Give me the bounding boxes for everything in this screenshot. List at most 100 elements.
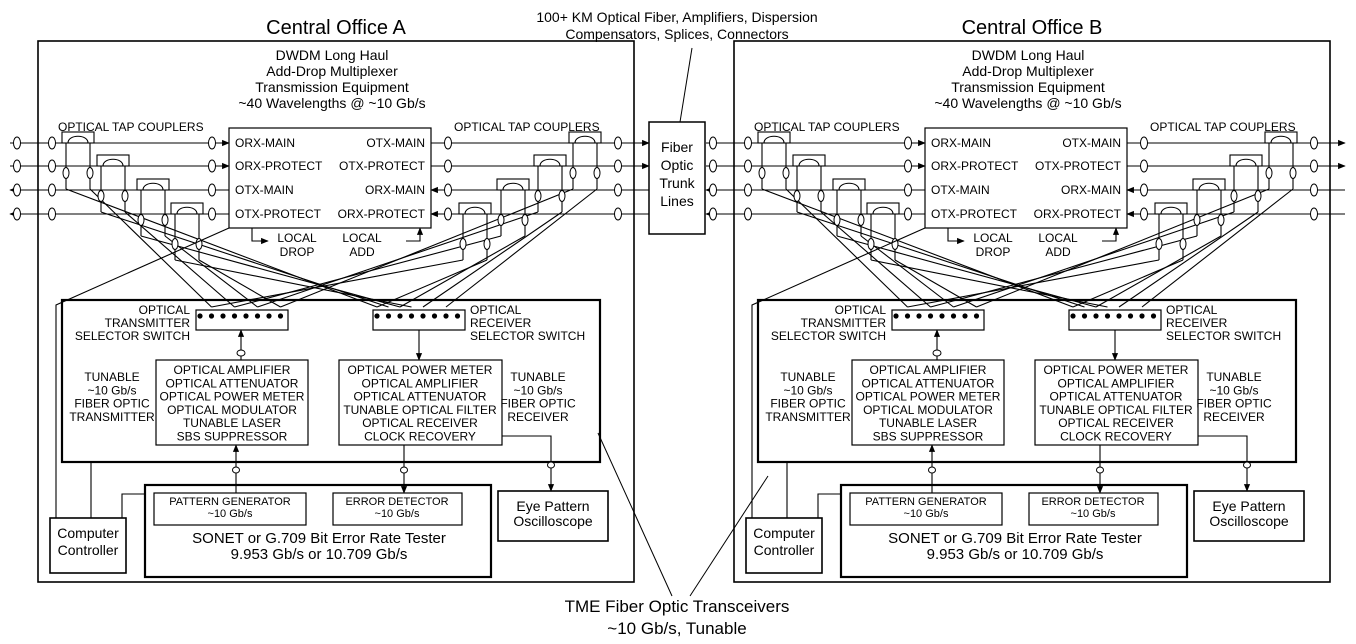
- fiber-connector-icon: [48, 159, 56, 173]
- fiber-connector-icon: [13, 183, 21, 197]
- transmitter-components: [851, 359, 1005, 446]
- fiber-connector-icon: [904, 159, 912, 173]
- transceiver-box: [60, 298, 602, 464]
- switch-port-dot: [1104, 313, 1111, 319]
- switch-port-dot: [893, 313, 899, 319]
- pattern-generator-label: PATTERN GENERATOR~10 Gb/s: [865, 496, 986, 520]
- fiber-connector-icon: [444, 207, 452, 221]
- tap-couplers-right-label: OPTICAL TAP COUPLERS: [454, 120, 600, 134]
- bert-box: [839, 483, 1189, 579]
- switch-port-dot: [231, 313, 238, 319]
- fiber-connector-icon: [1179, 238, 1187, 250]
- bottom-annotation: TME Fiber Optic Transceivers~10 Gb/s, Tu…: [565, 597, 790, 638]
- switch-port-dot: [1150, 313, 1157, 319]
- fiber-connector-icon: [1140, 207, 1148, 221]
- fiber-connector-icon: [13, 159, 21, 173]
- fiber-connector-icon: [171, 238, 179, 250]
- switch-port-dot: [904, 313, 911, 319]
- fiber-connector-icon: [904, 183, 912, 197]
- tap-coupler: [792, 154, 826, 167]
- fiber-connector-icon: [161, 214, 169, 226]
- office-boundary: [37, 40, 635, 583]
- switch-port-dot: [408, 313, 415, 319]
- switch-port-dot: [962, 313, 968, 319]
- switch-port-dot: [927, 313, 934, 319]
- port-right-orx-main: ORX-MAIN: [365, 183, 425, 197]
- fiber-connector-icon: [236, 349, 246, 357]
- port-right-otx-protect: OTX-PROTECT: [339, 159, 426, 173]
- switch-port-dot: [1093, 313, 1099, 319]
- switch-port-dot: [385, 313, 392, 319]
- transceiver-leader-b: [689, 475, 769, 597]
- port-right-otx-main: OTX-MAIN: [366, 136, 425, 150]
- fiber-connector-icon: [593, 167, 601, 179]
- port-left-otx-protect: OTX-PROTECT: [931, 207, 1018, 221]
- tx-selector-switch: [195, 309, 289, 331]
- fiber-connector-icon: [1155, 238, 1163, 250]
- computer-controller: [49, 517, 127, 574]
- tap-coupler: [61, 131, 95, 144]
- fiber-connector-icon: [444, 159, 452, 173]
- top-annotation: 100+ KM Optical Fiber, Amplifiers, Dispe…: [536, 9, 817, 42]
- switch-port-dot: [420, 313, 426, 319]
- tap-coupler: [496, 178, 530, 191]
- fiber-connector-icon: [857, 214, 865, 226]
- fiber-connector-icon: [744, 183, 752, 197]
- fiber-connector-icon: [928, 466, 936, 474]
- fiber-connector-icon: [521, 214, 529, 226]
- transmitter-components: [155, 359, 309, 446]
- fiber-connector-icon: [1140, 159, 1148, 173]
- receiver-components: [338, 359, 503, 446]
- tap-coupler: [533, 154, 567, 167]
- fiber-connector-icon: [121, 190, 129, 202]
- adm-box: [924, 127, 1128, 229]
- fiber-connector-icon: [137, 214, 145, 226]
- fiber-connector-icon: [709, 136, 717, 150]
- fiber-connector-icon: [97, 190, 105, 202]
- fiber-connector-icon: [1265, 167, 1273, 179]
- fiber-connector-icon: [904, 136, 912, 150]
- fiber-connector-icon: [833, 214, 841, 226]
- fiber-connector-icon: [444, 136, 452, 150]
- switch-port-dot: [220, 313, 226, 319]
- rx-selector-switch: [372, 309, 466, 331]
- office-boundary: [733, 40, 1331, 583]
- fiber-connector-icon: [1243, 461, 1251, 469]
- fiber-connector-icon: [13, 207, 21, 221]
- fiber-connector-icon: [1289, 167, 1297, 179]
- switch-port-dot: [208, 313, 215, 319]
- fiber-connector-icon: [614, 183, 622, 197]
- switch-port-dot: [431, 313, 438, 319]
- switch-port-dot: [939, 313, 945, 319]
- tap-coupler: [1264, 131, 1298, 144]
- switch-port-dot: [916, 313, 922, 319]
- switch-port-dot: [254, 313, 261, 319]
- port-right-otx-main: OTX-MAIN: [1062, 136, 1121, 150]
- tap-couplers-left-label: OPTICAL TAP COUPLERS: [58, 120, 204, 134]
- fiber-connector-icon: [534, 190, 542, 202]
- tap-coupler: [1154, 202, 1188, 215]
- port-right-orx-protect: ORX-PROTECT: [1034, 207, 1122, 221]
- fiber-connector-icon: [782, 167, 790, 179]
- fiber-connector-icon: [558, 190, 566, 202]
- fiber-connector-icon: [1193, 214, 1201, 226]
- receiver-components: [1034, 359, 1199, 446]
- switch-port-dot: [243, 313, 249, 319]
- tap-coupler: [1229, 154, 1263, 167]
- fiber-connector-icon: [208, 183, 216, 197]
